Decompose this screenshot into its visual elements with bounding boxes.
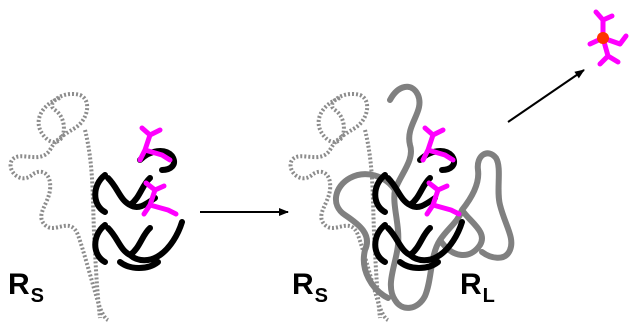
black-strand-middle-upper: [372, 148, 458, 215]
label-rl-middle-main: R: [460, 270, 482, 301]
metal-center-icon: [597, 32, 609, 44]
label-rl-middle: RL: [460, 270, 530, 306]
structure-rs-left: [8, 91, 185, 322]
label-rl-middle-sub: L: [482, 285, 495, 307]
label-rs-left-wrap: RS: [8, 270, 78, 306]
label-rs-middle-wrap: RS: [292, 270, 362, 306]
arrow-middle-to-released: [507, 69, 585, 123]
label-rs-middle-sub: S: [314, 285, 329, 307]
label-rs-left-sub: S: [30, 285, 45, 307]
ligand-left-upper: [137, 125, 173, 163]
label-rs-middle: RS: [292, 270, 362, 306]
label-rl-middle-wrap: RL: [460, 270, 530, 306]
black-strand-middle-lower: [372, 219, 465, 271]
dotted-outline-middle: [288, 91, 390, 322]
label-rs-left-main: R: [8, 270, 30, 301]
ligand-middle-upper: [420, 125, 456, 163]
released-ligand: [587, 9, 629, 67]
label-rs-middle-main: R: [292, 270, 314, 301]
ligand-middle-lower: [424, 180, 462, 217]
structure-rs-rl-middle: [288, 83, 515, 322]
black-strand-left-upper: [92, 148, 178, 215]
ligand-left-lower: [141, 180, 179, 217]
dotted-outline-left: [8, 91, 110, 322]
released-ligand-arms: [587, 9, 629, 67]
label-rs-left: RS: [8, 270, 78, 306]
black-strand-left-lower: [92, 219, 185, 271]
